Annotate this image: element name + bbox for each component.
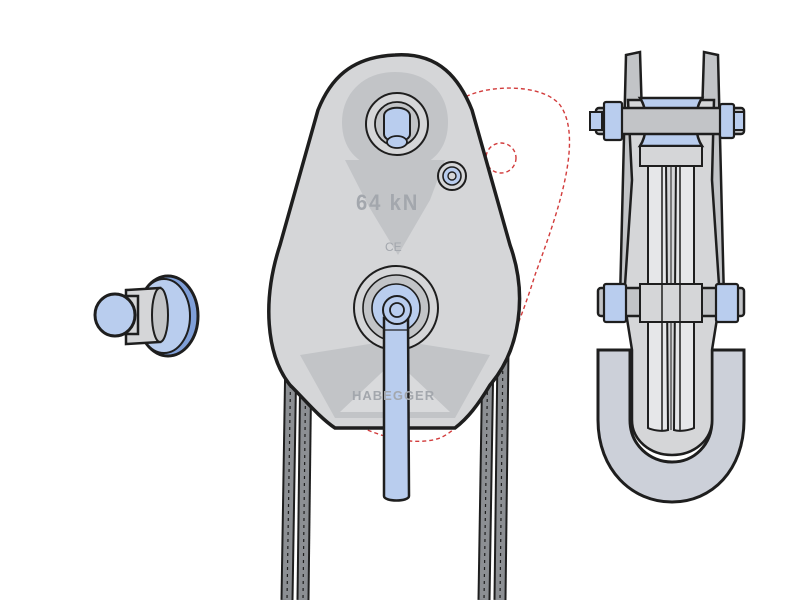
shackle-hook [596,348,746,504]
pivot-path [275,87,571,442]
bushing-part [93,274,200,358]
swing-arm [382,316,411,502]
pulley-front-view [267,53,571,600]
pivot-hole-outline [485,142,517,174]
top-axle-bushing [383,106,411,143]
pulley-side-view [589,50,746,504]
rope-right [477,349,510,600]
